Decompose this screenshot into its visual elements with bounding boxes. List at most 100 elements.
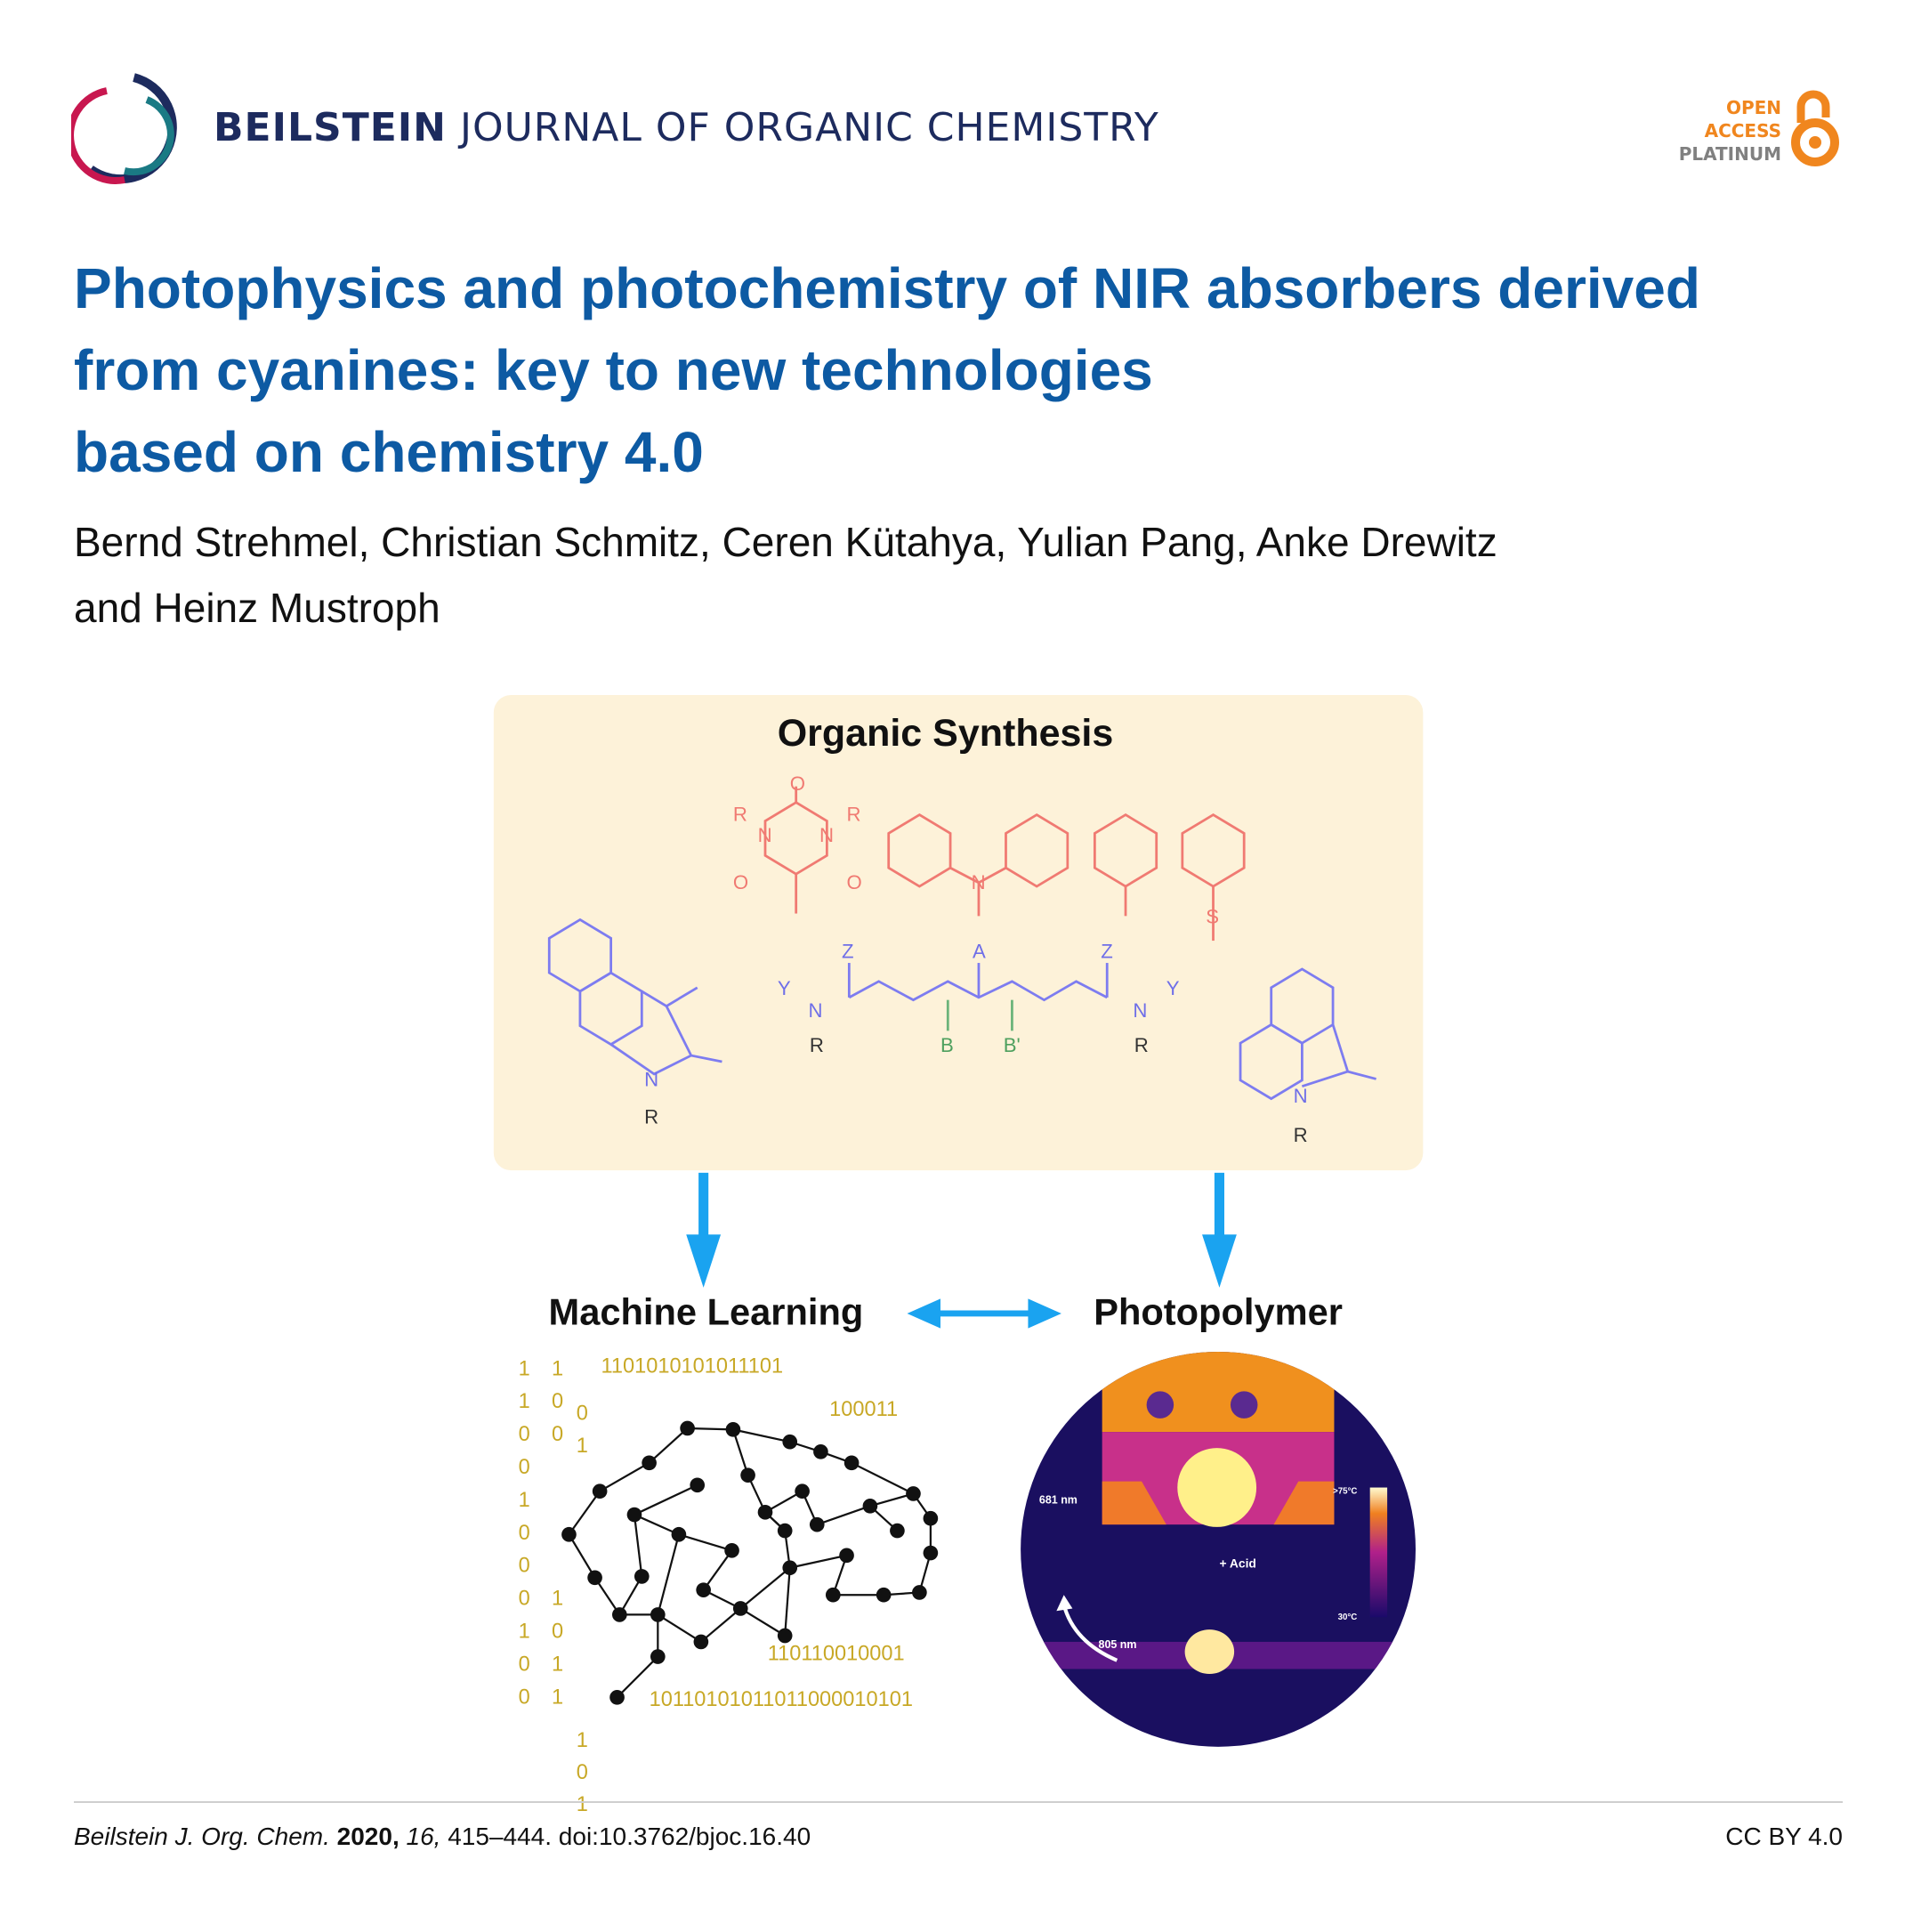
network-node [923,1545,939,1561]
svg-text:N: N [809,999,823,1022]
binary-digit: 1 [552,1685,563,1708]
svg-text:R: R [1294,1124,1308,1146]
network-node [634,1569,650,1584]
citation-doi[interactable]: 415–444. doi:10.3762/bjoc.16.40 [448,1823,811,1850]
network-node [612,1607,627,1622]
network-edge [568,1533,596,1579]
svg-text:S: S [1206,906,1219,928]
network-node [782,1434,798,1450]
binary-digit: 1 [552,1587,563,1610]
network-node [650,1649,666,1664]
network-edge [851,1461,914,1495]
network-node [906,1486,921,1501]
citation-volume: 16, [406,1823,441,1850]
authors-line: Bernd Strehmel, Christian Schmitz, Ceren… [74,519,1497,565]
citation-journal: Beilstein J. Org. Chem. [74,1823,330,1850]
network-node [912,1585,927,1600]
network-edge [634,1483,698,1516]
network-edge [593,1577,621,1616]
network-edge [789,1554,847,1569]
journal-name: BEILSTEIN JOURNAL OF ORGANIC CHEMISTRY [214,105,1159,150]
network-node [724,1542,739,1558]
substituent-labels: O R R N N O O N S [733,772,1219,928]
svg-text:N: N [1133,999,1147,1022]
journal-name-rest: JOURNAL OF ORGANIC CHEMISTRY [459,105,1159,150]
open-access-badge: OPEN ACCESS PLATINUM [1679,96,1781,166]
network-edge [869,1492,914,1508]
network-node [843,1455,860,1471]
binary-digit: 1 [519,1619,530,1642]
network-node [757,1504,773,1520]
network-node [740,1467,755,1483]
journal-logo [71,73,177,184]
network-edge [657,1533,680,1615]
network-edge [634,1514,680,1536]
binary-digit: 0 [519,1521,530,1544]
wavelength-label: 805 nm [1099,1638,1137,1651]
acid-label: + Acid [1219,1556,1255,1571]
svg-text:Y: Y [1166,977,1180,999]
cyanine-labels: Z A Z Y Y N N N N [644,940,1308,1106]
network-node [671,1526,687,1542]
network-edge [616,1655,659,1699]
binary-digit: 0 [519,1587,530,1610]
journal-name-bold: BEILSTEIN [214,105,447,150]
authors-line: and Heinz Mustroph [74,585,440,631]
network-edge [648,1427,689,1464]
flow-arrows [686,1172,1237,1329]
network-node [693,1634,709,1650]
binary-digit: 0 [519,1422,530,1445]
svg-text:O: O [733,871,748,893]
svg-text:B': B' [1004,1034,1021,1056]
network-node [680,1420,695,1436]
network-edge [702,1549,733,1591]
network-node [813,1444,828,1459]
binary-digit: 1 [552,1356,563,1379]
network-edge [731,1429,749,1476]
network-node [809,1516,825,1532]
network-edge [599,1461,650,1492]
footer-divider [74,1801,1843,1803]
network-node [626,1507,642,1523]
binary-digit: 1 [519,1356,530,1379]
open-access-lock-icon [1791,90,1839,166]
network-edge [633,1514,643,1577]
binary-digit: 0 [552,1619,563,1642]
network-node [777,1523,793,1539]
svg-text:R: R [733,804,747,826]
network-node [795,1483,810,1500]
binary-digit: 1 [577,1792,588,1815]
network-node [561,1526,577,1542]
network-node [696,1582,711,1597]
svg-text:R: R [847,804,861,826]
network-node [890,1523,905,1539]
title-line: Photophysics and photochemistry of NIR a… [74,256,1700,320]
network-node [782,1560,798,1576]
cyanine-structures [547,917,1376,1101]
svg-text:B: B [940,1034,954,1056]
thermal-image [1021,1351,1417,1747]
machine-learning-label: Machine Learning [549,1290,864,1332]
svg-text:N: N [1294,1085,1308,1107]
svg-text:100011: 100011 [829,1397,898,1420]
binary-digit: 0 [552,1389,563,1412]
citation: Beilstein J. Org. Chem. 2020, 16, 415–44… [74,1823,811,1851]
article-title: Photophysics and photochemistry of NIR a… [74,247,1853,493]
organic-synthesis-label: Organic Synthesis [778,712,1114,755]
network-edge [700,1607,741,1643]
network-node [732,1601,748,1616]
binary-digit: 1 [552,1652,563,1675]
network-node [876,1587,892,1603]
svg-text:10110101011011000010101: 10110101011011000010101 [650,1687,913,1710]
svg-text:1101010101011101: 1101010101011101 [601,1354,784,1378]
network-node [690,1477,706,1493]
svg-text:N: N [819,824,834,846]
authors: Bernd Strehmel, Christian Schmitz, Ceren… [74,509,1497,641]
svg-text:Z: Z [842,940,854,962]
network-edge [816,1505,871,1526]
temp-high-label: >75°C [1333,1486,1357,1496]
network-edge [687,1427,733,1431]
license-label[interactable]: CC BY 4.0 [1725,1823,1843,1850]
badge-access: ACCESS [1704,120,1781,141]
badge-platinum: PLATINUM [1678,143,1781,165]
